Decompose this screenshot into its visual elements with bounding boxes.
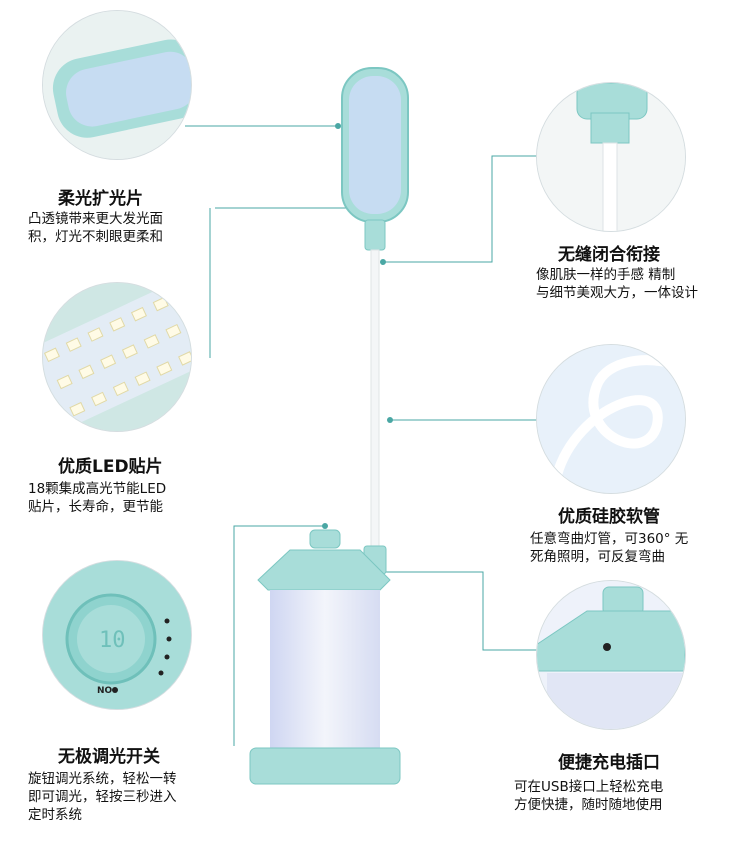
feature-title-silicone-tube: 优质硅胶软管 [558,507,660,527]
feature-title-usb-port: 便捷充电插口 [558,753,660,773]
knob-display-text: 10 [99,628,126,653]
feature-desc-dimmer-switch-3: 定时系统 [28,807,82,823]
soft-diffuser-closeup [42,10,192,160]
knob-no-label: NO [97,686,113,696]
feature-title-soft-diffuser: 柔光扩光片 [58,189,143,209]
feature-desc-dimmer-switch-2: 即可调光，轻按三秒进入 [28,789,177,805]
desk-lamp-illustration [249,67,409,785]
feature-desc-soft-diffuser-2: 积，灯光不刺眼更柔和 [28,229,163,245]
feature-title-led-chips: 优质LED贴片 [58,457,163,477]
feature-desc-seamless-joint-2: 与细节美观大方，一体设计 [536,285,698,301]
silicone-tube-closeup [536,344,686,494]
feature-desc-led-chips-1: 18颗集成高光节能LED [28,481,167,497]
usb-port-closeup [536,580,686,730]
feature-desc-usb-port-1: 可在USB接口上轻松充电 [514,779,664,795]
feature-title-seamless-joint: 无缝闭合衔接 [558,245,660,265]
feature-desc-silicone-tube-2: 死角照明，可反复弯曲 [530,549,665,565]
feature-desc-led-chips-2: 贴片，长寿命，更节能 [28,499,163,515]
feature-desc-usb-port-2: 方便快捷，随时随地使用 [514,797,663,813]
feature-desc-dimmer-switch-1: 旋钮调光系统，轻松一转 [28,771,177,787]
feature-desc-soft-diffuser-1: 凸透镜带来更大发光面 [28,211,163,227]
feature-title-dimmer-switch: 无极调光开关 [58,747,160,767]
feature-desc-silicone-tube-1: 任意弯曲灯管，可360° 无 [530,531,689,547]
led-chips-closeup [42,282,192,432]
dimmer-knob-closeup: 10 NO [42,560,192,710]
feature-desc-seamless-joint-1: 像肌肤一样的手感 精制 [536,267,676,283]
seamless-joint-closeup [536,82,686,232]
